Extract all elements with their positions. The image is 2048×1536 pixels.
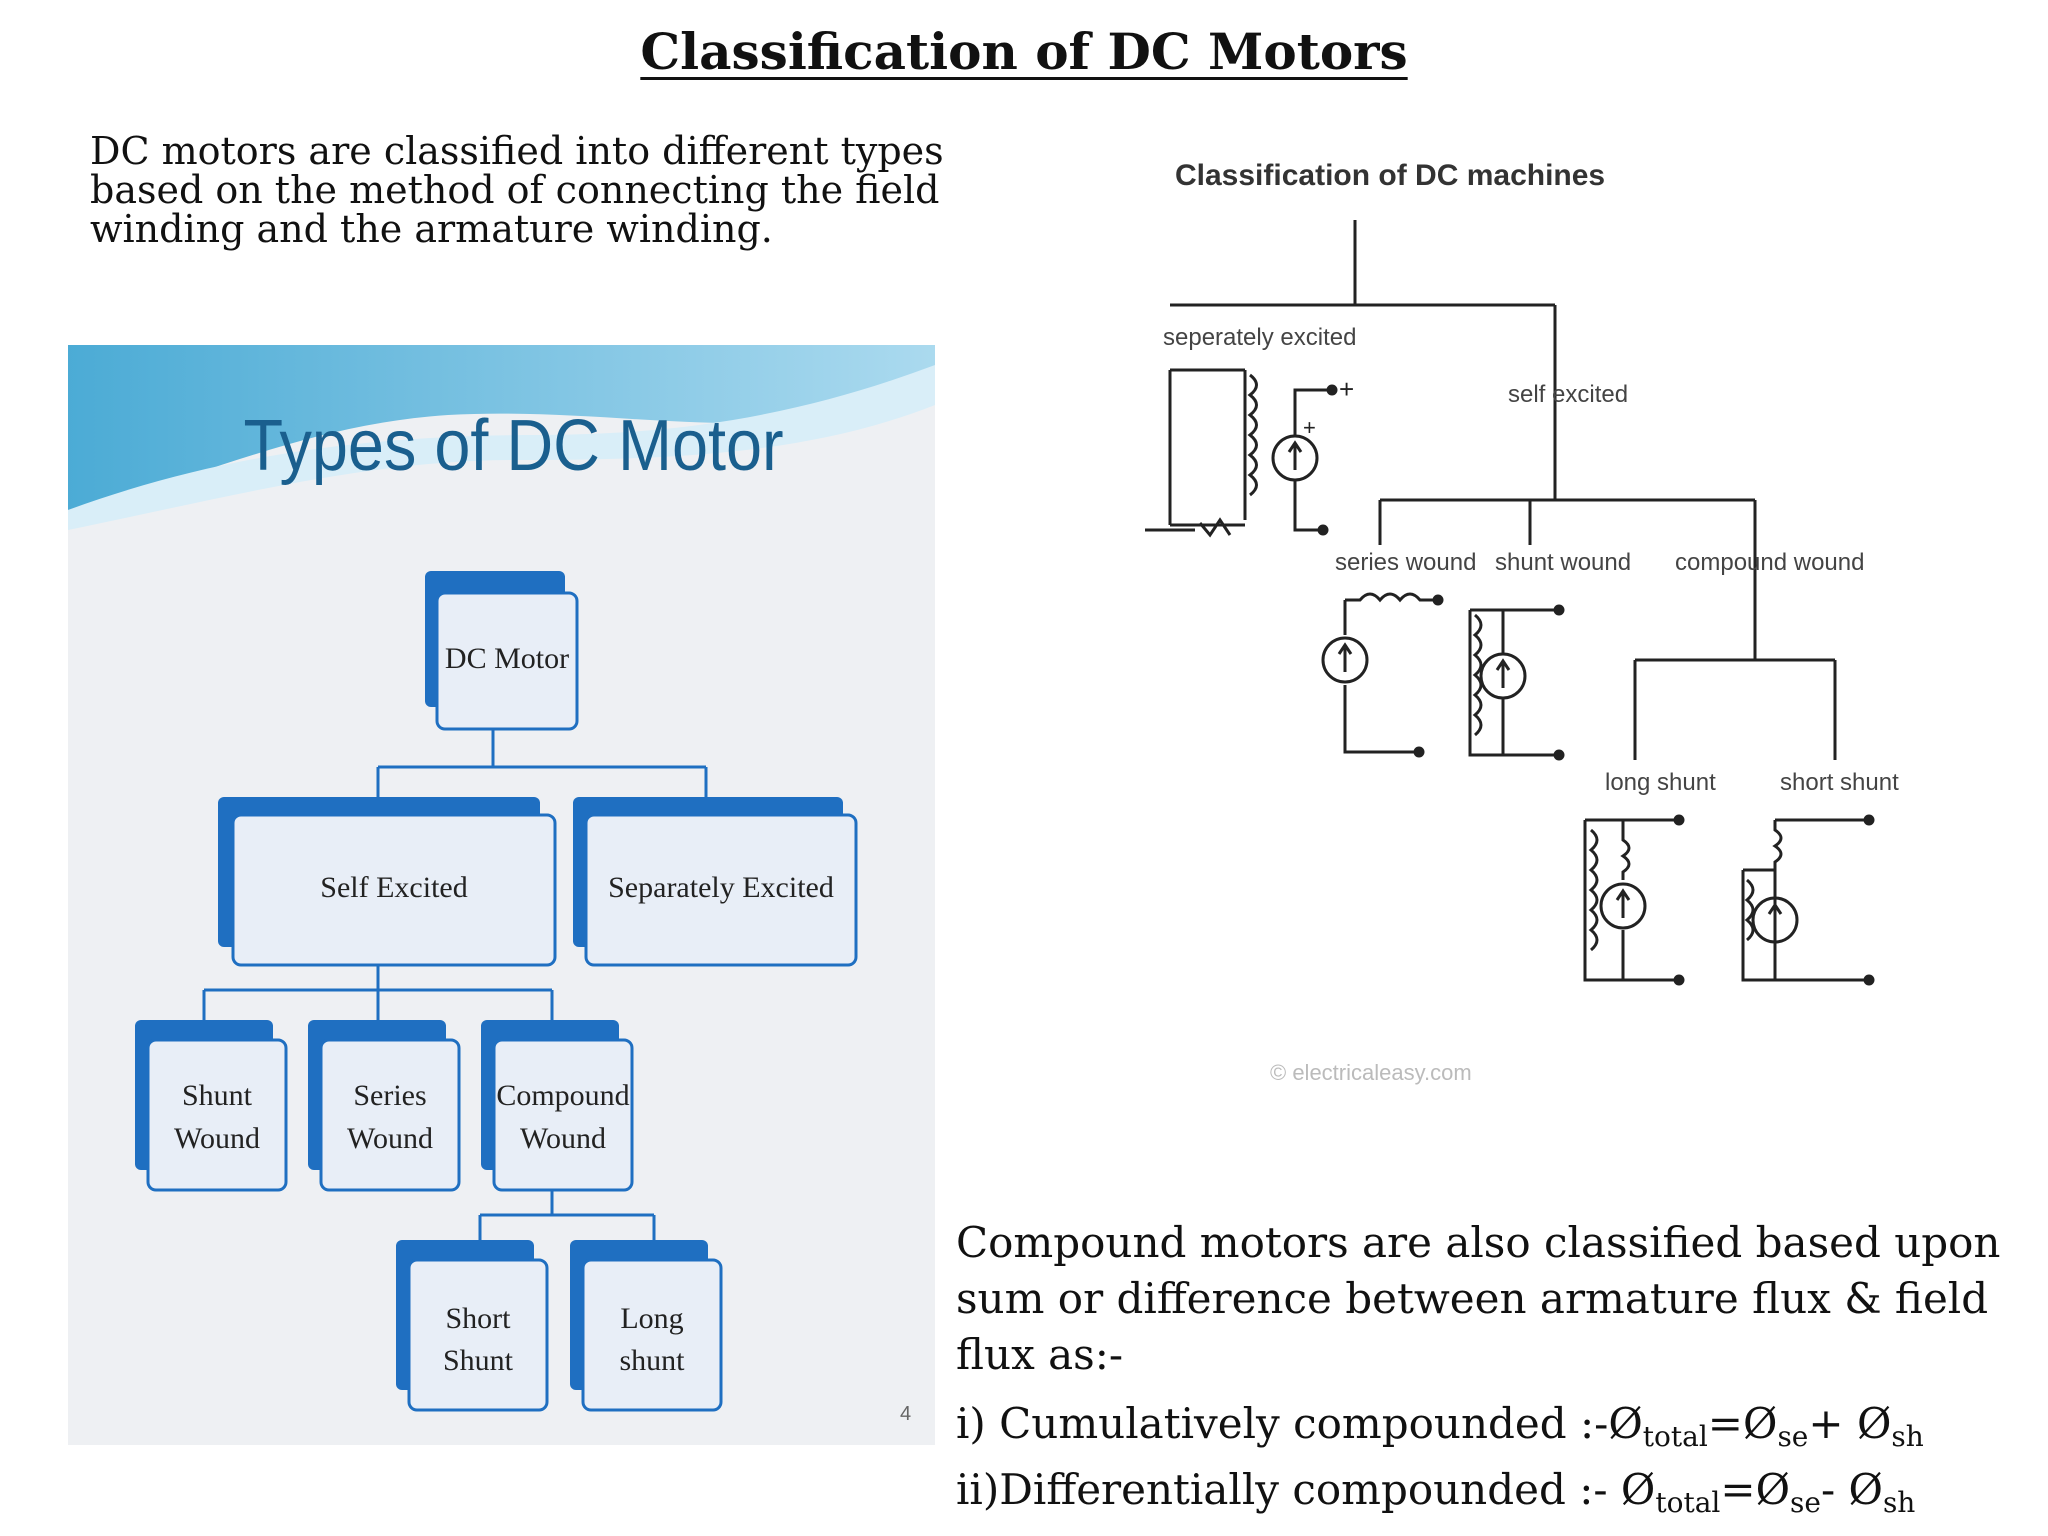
- machines-heading: Classification of DC machines: [1175, 159, 1605, 192]
- svg-text:Wound: Wound: [520, 1122, 606, 1155]
- box-compound-wound: Compound Wound: [481, 1020, 634, 1192]
- label-long-shunt: long shunt: [1605, 769, 1716, 796]
- svg-text:Shunt: Shunt: [182, 1079, 253, 1112]
- page-title: Classification of DC Motors: [640, 22, 1408, 81]
- svg-text:Self Excited: Self Excited: [320, 871, 467, 904]
- watermark: © electricaleasy.com: [1270, 1060, 1472, 1085]
- plus-sign-1: +: [1339, 374, 1354, 404]
- connectors: [202, 715, 708, 1240]
- svg-text:Compound: Compound: [496, 1079, 629, 1112]
- box-self-excited: Self Excited: [218, 797, 557, 967]
- label-self-excited: self excited: [1508, 381, 1628, 408]
- machines-diagram-svg: Classification of DC machines seperately…: [1145, 159, 1899, 1085]
- box-series-wound: Series Wound: [308, 1020, 461, 1192]
- svg-text:Wound: Wound: [347, 1122, 433, 1155]
- svg-text:shunt: shunt: [619, 1344, 685, 1377]
- equation-differential: ii)Differentially compounded :- Øtotal=Ø…: [956, 1465, 1916, 1519]
- header-wave-light: [68, 365, 935, 530]
- label-separately-excited: seperately excited: [1163, 324, 1356, 351]
- short-shunt-circuit: [1741, 814, 1875, 986]
- box-separately-excited: Separately Excited: [573, 797, 858, 967]
- plus-sign-2: +: [1303, 415, 1316, 440]
- header-wave-dark: [68, 345, 935, 510]
- types-of-dc-motor-figure: Types of DC Motor DC Motor Self Excited …: [68, 345, 935, 1445]
- box-long-shunt: Long shunt: [570, 1240, 723, 1412]
- svg-text:Long: Long: [620, 1302, 683, 1335]
- page-number: 4: [900, 1403, 911, 1425]
- equation-cumulative: i) Cumulatively compounded :-Øtotal=Øse+…: [956, 1399, 1924, 1453]
- intro-paragraph: DC motors are classified into different …: [90, 129, 944, 251]
- box-shunt-wound: Shunt Wound: [135, 1020, 288, 1192]
- svg-text:Series: Series: [353, 1079, 426, 1112]
- box-dc-motor: DC Motor: [425, 571, 579, 731]
- types-heading: Types of DC Motor: [244, 405, 784, 486]
- tree-lines: [1170, 220, 1837, 760]
- shunt-wound-circuit: [1468, 604, 1565, 761]
- classification-dc-machines-figure: Classification of DC machines seperately…: [1135, 140, 1915, 1090]
- label-short-shunt: short shunt: [1780, 769, 1899, 796]
- sep-excited-circuit: [1145, 368, 1338, 538]
- box-short-shunt: Short Shunt: [396, 1240, 549, 1412]
- label-series-wound: series wound: [1335, 549, 1476, 576]
- types-diagram-svg: Types of DC Motor DC Motor Self Excited …: [68, 345, 935, 1425]
- svg-text:DC Motor: DC Motor: [445, 642, 569, 675]
- svg-text:Shunt: Shunt: [443, 1344, 514, 1377]
- label-shunt-wound: shunt wound: [1495, 549, 1631, 576]
- long-shunt-circuit: [1583, 814, 1685, 986]
- svg-text:Separately Excited: Separately Excited: [608, 871, 834, 904]
- svg-text:Short: Short: [445, 1302, 511, 1335]
- compound-paragraph: Compound motors are also classified base…: [956, 1218, 2001, 1379]
- svg-text:Wound: Wound: [174, 1122, 260, 1155]
- series-wound-circuit: [1321, 592, 1444, 758]
- label-compound-wound: compound wound: [1675, 549, 1864, 576]
